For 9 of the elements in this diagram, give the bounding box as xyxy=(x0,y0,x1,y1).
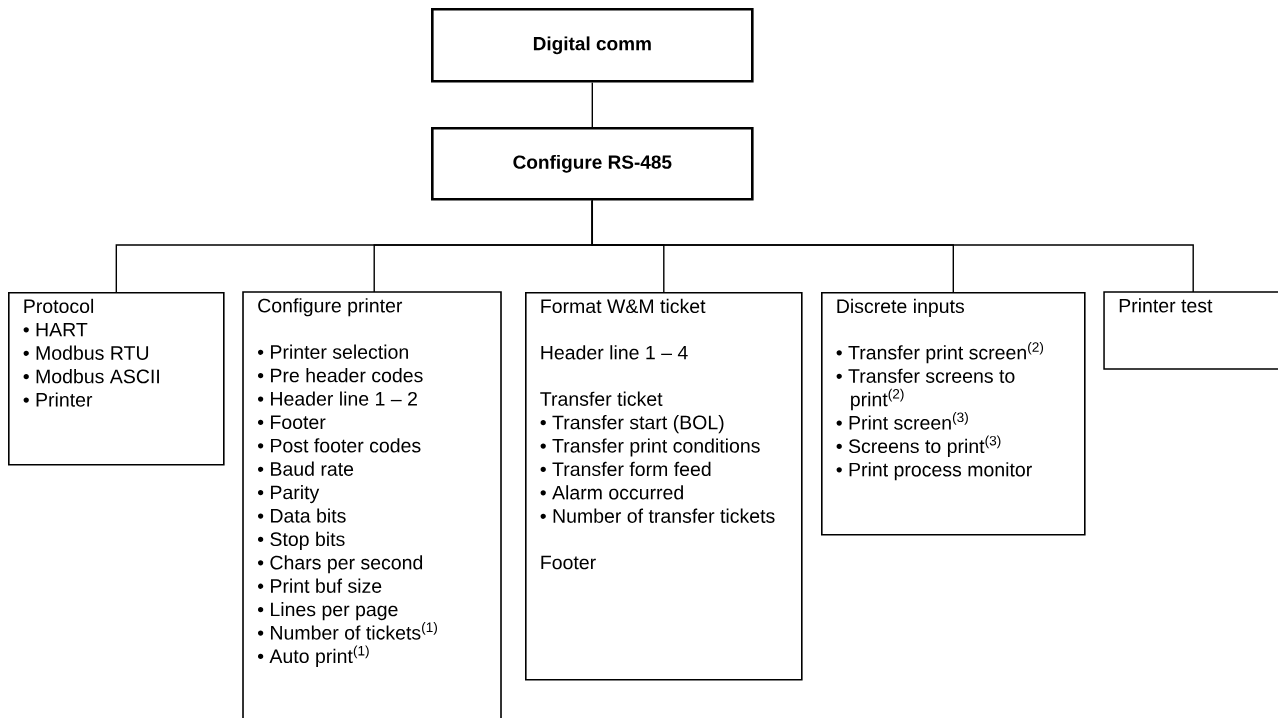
menu-box: Discrete inputs • Transfer print screen$^{(2)}$ • Transfer screens to print$^{(2)}$ • Print screen$^{(3)}$ • Screens to print$^{(3)}$ • Print process monitor xyxy=(821,292,1086,536)
connector-line xyxy=(591,199,1194,293)
menu-box: Configure RS-485 xyxy=(431,127,754,201)
menu-box: Format W&M ticket Header line 1 – 4 Transfer ticket • Transfer start (BOL) • Transfer print conditions • Transfer form feed • Alarm occurred • Number of transfer tickets Footer xyxy=(525,292,803,681)
menu-box: Protocol • HART • Modbus RTU • Modbus ASCII • Printer xyxy=(8,292,225,466)
connector-line xyxy=(591,81,593,128)
menu-box: Digital comm xyxy=(431,8,754,83)
menu-box: Configure printer • Printer selection • Pre header codes • Header line 1 – 2 • Footer • Post footer codes • Baud rate • Parity • Data bits • Stop bits • Chars per second • Print buf size • Lines per page • Number of tickets$^{(1)}$ • Auto print$^{(1)}$ xyxy=(242,291,502,718)
menu-box: Printer test xyxy=(1103,291,1278,370)
